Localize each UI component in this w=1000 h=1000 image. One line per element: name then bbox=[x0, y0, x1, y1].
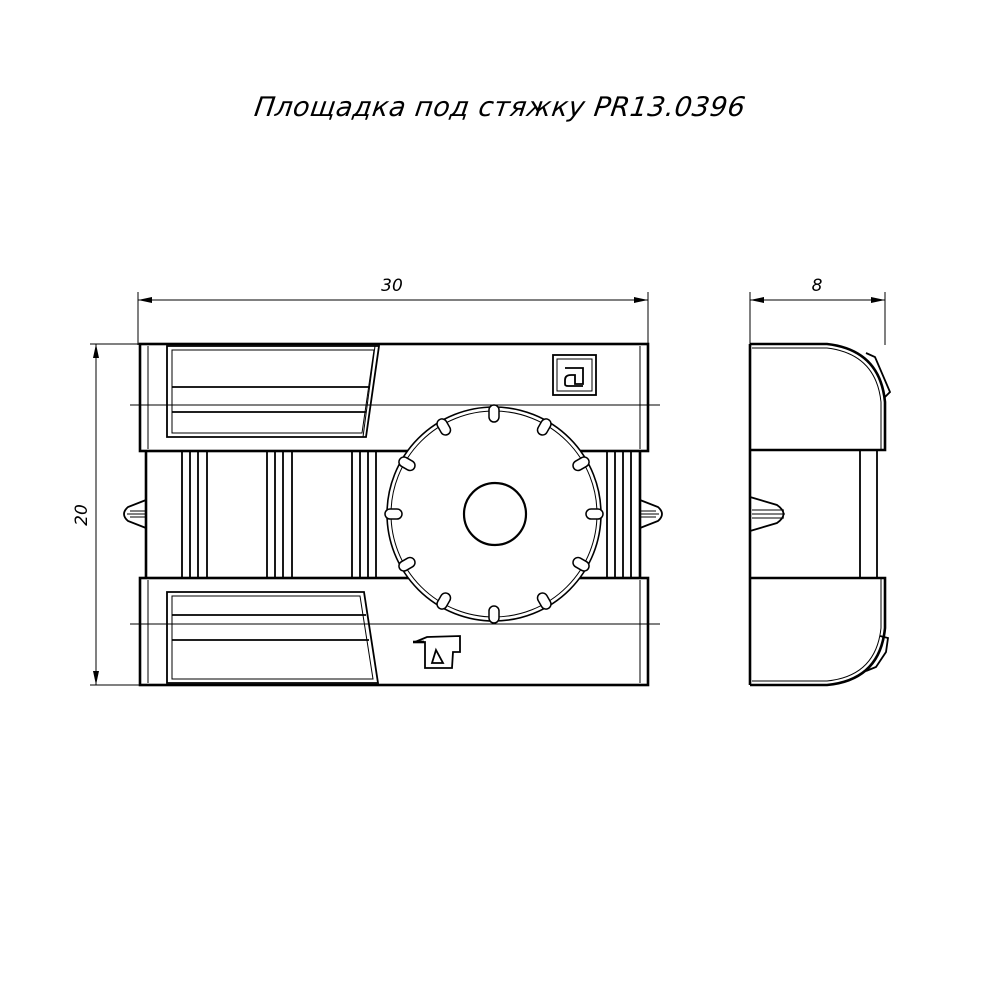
dimension-label-8: 8 bbox=[812, 276, 823, 296]
right-clip bbox=[639, 499, 663, 529]
dimension-label-30: 30 bbox=[381, 276, 403, 296]
center-hole bbox=[462, 481, 528, 547]
left-clip bbox=[123, 499, 147, 529]
dimension-label-20: 20 bbox=[72, 504, 92, 526]
dimension-width-8: 8 bbox=[749, 276, 886, 345]
side-view bbox=[748, 342, 892, 687]
rosette-disc bbox=[384, 404, 604, 624]
dimension-width-30: 30 bbox=[137, 276, 649, 345]
front-view bbox=[123, 342, 663, 687]
dl-logo-icon bbox=[552, 354, 597, 396]
gun-logo-icon bbox=[413, 635, 461, 669]
dimension-height-20: 20 bbox=[72, 343, 140, 686]
ribs bbox=[181, 451, 632, 578]
